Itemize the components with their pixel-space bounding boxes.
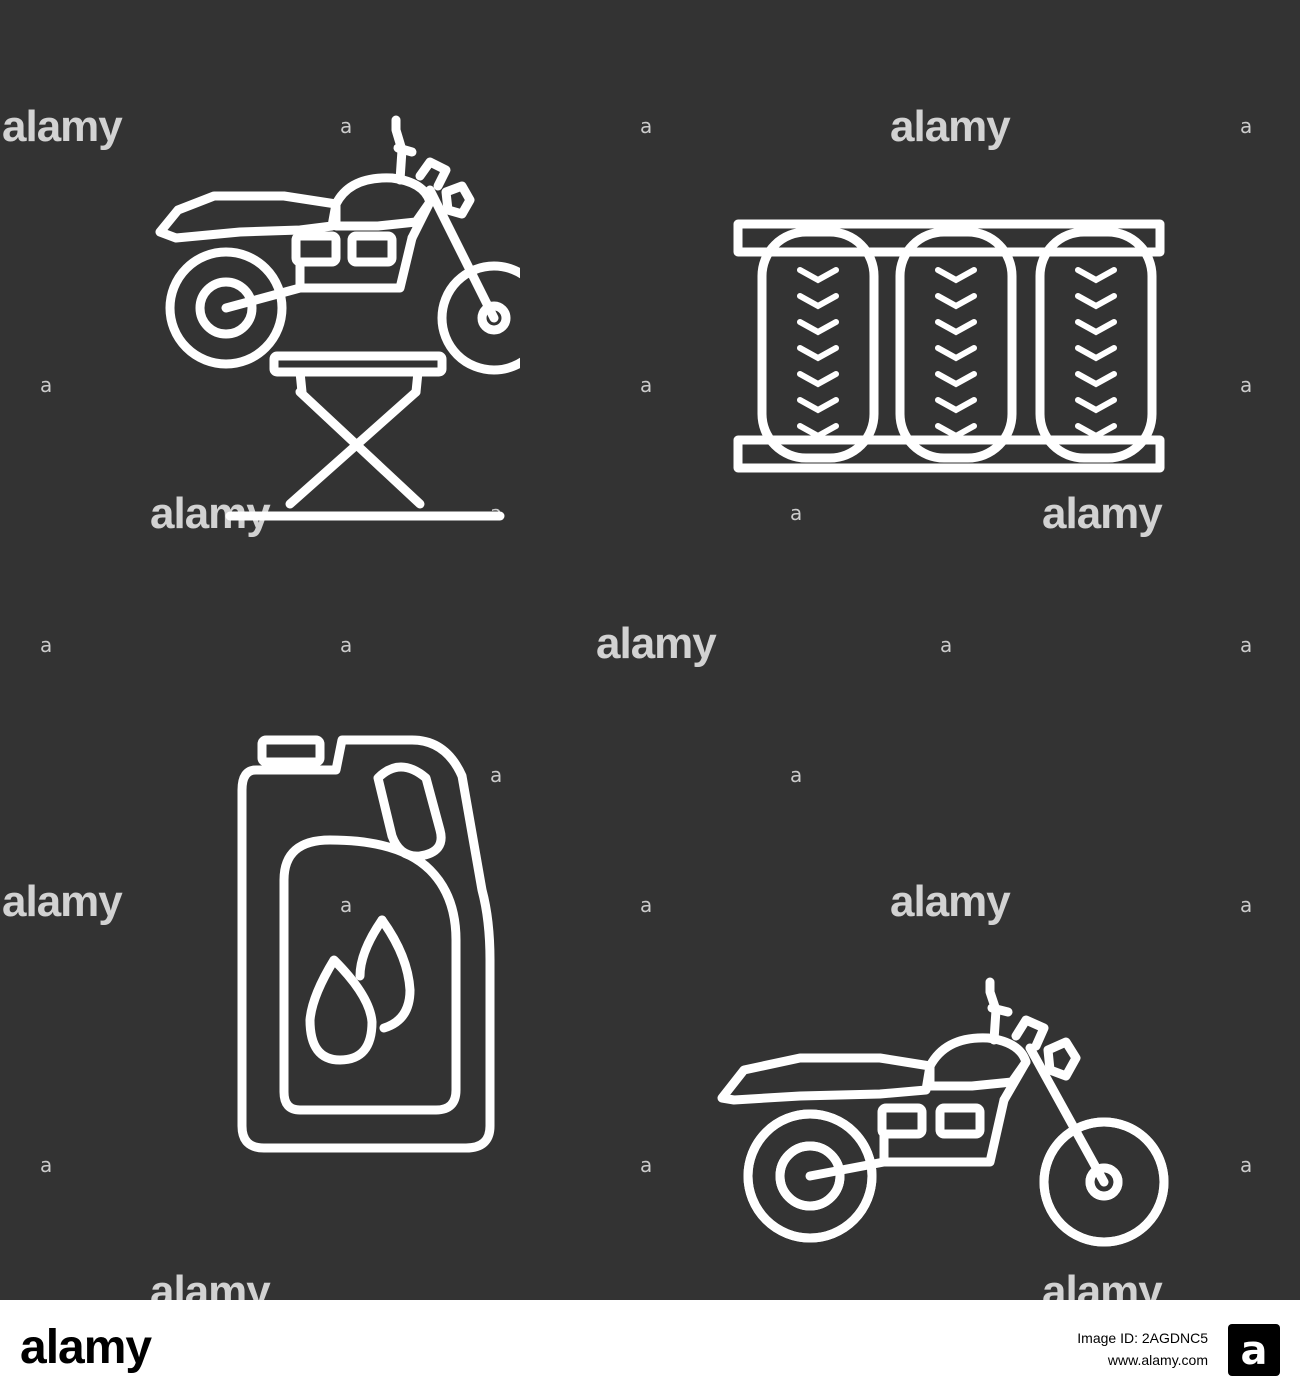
watermark-mark: a: [790, 501, 803, 525]
alamy-a-icon: a: [1228, 1324, 1280, 1376]
watermark-mark: a: [1240, 633, 1253, 657]
watermark-mark: a: [640, 1153, 653, 1177]
watermark-text: alamy: [2, 102, 123, 151]
watermark-text: alamy: [596, 619, 717, 668]
watermark-mark: a: [640, 373, 653, 397]
watermark-mark: a: [640, 893, 653, 917]
watermark-mark: a: [1240, 114, 1253, 138]
watermark-mark: a: [940, 633, 953, 657]
watermark-text: alamy: [150, 1267, 271, 1301]
watermark-text: alamy: [890, 102, 1011, 151]
watermark-text: alamy: [1042, 489, 1163, 538]
watermark-mark: a: [1240, 893, 1253, 917]
watermark-mark: a: [340, 893, 353, 917]
watermark-mark: a: [40, 373, 53, 397]
watermark-text: alamy: [890, 877, 1011, 926]
image-id-label: Image ID: 2AGDNC5: [1077, 1330, 1208, 1346]
watermark-mark: a: [1240, 373, 1253, 397]
watermark-mark: a: [490, 763, 503, 787]
watermark-text: alamy: [2, 877, 123, 926]
watermark-mark: a: [340, 633, 353, 657]
alamy-a-mark: a: [1241, 1328, 1268, 1374]
watermark-mark: a: [40, 1153, 53, 1177]
motorcycle-icon: [717, 977, 1169, 1247]
footer-bar: alamy Image ID: 2AGDNC5 www.alamy.com a: [0, 1300, 1300, 1390]
footer-logo[interactable]: alamy: [20, 1321, 152, 1374]
motorcycle-lift-icon: [155, 115, 520, 521]
watermark-mark: a: [40, 633, 53, 657]
watermark-mark: a: [640, 114, 653, 138]
watermark-mark: a: [340, 114, 353, 138]
watermark-text: alamy: [1042, 1267, 1163, 1301]
oil-canister-icon: [237, 735, 495, 1153]
chalk-board: alamy alamy alamy alamy alamy alamy alam…: [0, 0, 1300, 1300]
watermark-mark: a: [1240, 1153, 1253, 1177]
site-url-link[interactable]: www.alamy.com: [1107, 1352, 1208, 1368]
tires-rack-icon: [733, 219, 1165, 473]
watermark-mark: a: [790, 763, 803, 787]
